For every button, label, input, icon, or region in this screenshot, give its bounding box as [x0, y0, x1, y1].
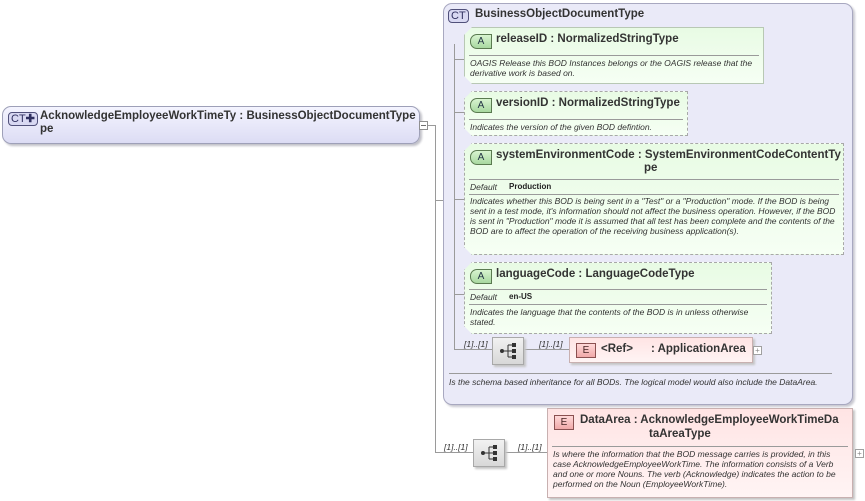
default-label: Default: [470, 292, 497, 302]
sequence-cardinality: [1]..[1]: [444, 442, 468, 452]
connector: [435, 452, 473, 453]
connector: [505, 452, 547, 453]
attribute-type: SystemEnvironmentCodeContentTy: [644, 149, 841, 161]
attribute-name: versionID: [496, 97, 549, 109]
divider: [469, 55, 759, 56]
root-name-wrap: pe: [40, 123, 54, 135]
sequence-cardinality: [1]..[1]: [464, 339, 488, 349]
divider: [469, 289, 767, 290]
complex-type-extension-icon: CT✚: [8, 112, 38, 126]
element-name: : ApplicationArea: [651, 343, 746, 355]
element-description: Is where the information that the BOD me…: [553, 449, 836, 489]
attribute-title: languageCode : LanguageCodeType: [496, 268, 695, 280]
ct-badge-label: CT: [11, 113, 26, 125]
attribute-name: systemEnvironmentCode: [496, 149, 635, 161]
element-type: AcknowledgeEmployeeWorkTimeDa: [640, 414, 839, 426]
connector: [524, 349, 569, 350]
connector: [435, 125, 436, 453]
root-title: AcknowledgeEmployeeWorkTimeTy : Business…: [40, 110, 416, 136]
default-value: en-US: [509, 292, 533, 301]
separator: :: [239, 110, 244, 122]
attribute-description: Indicates the language that the contents…: [470, 307, 749, 327]
connector: [454, 199, 464, 200]
attribute-release-id[interactable]: A releaseID : NormalizedStringType OAGIS…: [464, 27, 764, 84]
base-complex-type: CT BusinessObjectDocumentType A releaseI…: [443, 3, 853, 405]
element-cardinality: [1]..[1]: [539, 339, 563, 349]
connector: [435, 200, 444, 201]
element-ref: <Ref>: [601, 343, 633, 355]
element-name: DataArea: [580, 414, 631, 426]
attribute-icon: A: [470, 34, 492, 49]
attribute-description: Indicates the version of the given BOD d…: [470, 122, 652, 132]
attribute-version-id[interactable]: A versionID : NormalizedStringType Indic…: [464, 91, 688, 136]
collapse-toggle[interactable]: [419, 121, 428, 130]
root-type: BusinessObjectDocumentType: [246, 110, 416, 122]
element-title: DataArea : AcknowledgeEmployeeWorkTimeDa: [580, 414, 839, 426]
attribute-description: OAGIS Release this BOD Instances belongs…: [470, 58, 753, 78]
expand-toggle[interactable]: +: [855, 449, 864, 458]
connector: [454, 294, 464, 295]
attribute-name: releaseID: [496, 33, 548, 45]
element-application-area[interactable]: E <Ref> : ApplicationArea: [569, 337, 753, 363]
divider: [552, 446, 848, 447]
divider: [449, 373, 832, 374]
sequence-compositor-icon[interactable]: [492, 337, 524, 365]
default-label: Default: [470, 182, 497, 192]
root-complex-type[interactable]: CT✚ AcknowledgeEmployeeWorkTimeTy : Busi…: [2, 106, 420, 144]
connector: [454, 59, 464, 60]
attribute-system-environment-code[interactable]: A systemEnvironmentCode : SystemEnvironm…: [464, 143, 844, 255]
attribute-type: LanguageCodeType: [585, 268, 695, 280]
attribute-description: Indicates whether this BOD is being sent…: [470, 196, 836, 236]
complex-type-icon: CT: [448, 9, 469, 23]
ct-badge-label: CT: [451, 10, 466, 22]
element-data-area[interactable]: E DataArea : AcknowledgeEmployeeWorkTime…: [547, 408, 853, 498]
divider: [469, 304, 767, 305]
attribute-type: NormalizedStringType: [557, 33, 679, 45]
element-icon: E: [576, 343, 596, 358]
base-type-name: BusinessObjectDocumentType: [475, 8, 645, 20]
element-type-wrap: taAreaType: [649, 428, 711, 440]
attribute-language-code[interactable]: A languageCode : LanguageCodeType Defaul…: [464, 262, 772, 334]
connector: [428, 125, 436, 126]
attribute-type-wrap: pe: [644, 162, 658, 174]
divider: [469, 179, 839, 180]
connector: [454, 112, 464, 113]
element-cardinality: [1]..[1]: [518, 442, 542, 452]
attribute-icon: A: [470, 269, 492, 284]
attribute-name: languageCode: [496, 268, 576, 280]
attribute-title: versionID : NormalizedStringType: [496, 97, 680, 109]
default-value: Production: [509, 182, 552, 191]
attribute-title: systemEnvironmentCode : SystemEnvironmen…: [496, 149, 841, 161]
root-name: AcknowledgeEmployeeWorkTimeTy: [40, 110, 237, 122]
connector: [454, 44, 455, 349]
attribute-icon: A: [470, 150, 492, 165]
connector: [454, 349, 492, 350]
expand-toggle[interactable]: +: [753, 346, 762, 355]
attribute-type: NormalizedStringType: [558, 97, 680, 109]
divider: [469, 119, 683, 120]
divider: [469, 194, 839, 195]
sequence-compositor-icon[interactable]: [473, 439, 505, 467]
attribute-title: releaseID : NormalizedStringType: [496, 33, 679, 45]
base-type-description: Is the schema based inheritance for all …: [449, 377, 818, 387]
element-icon: E: [554, 415, 574, 430]
attribute-icon: A: [470, 98, 492, 113]
